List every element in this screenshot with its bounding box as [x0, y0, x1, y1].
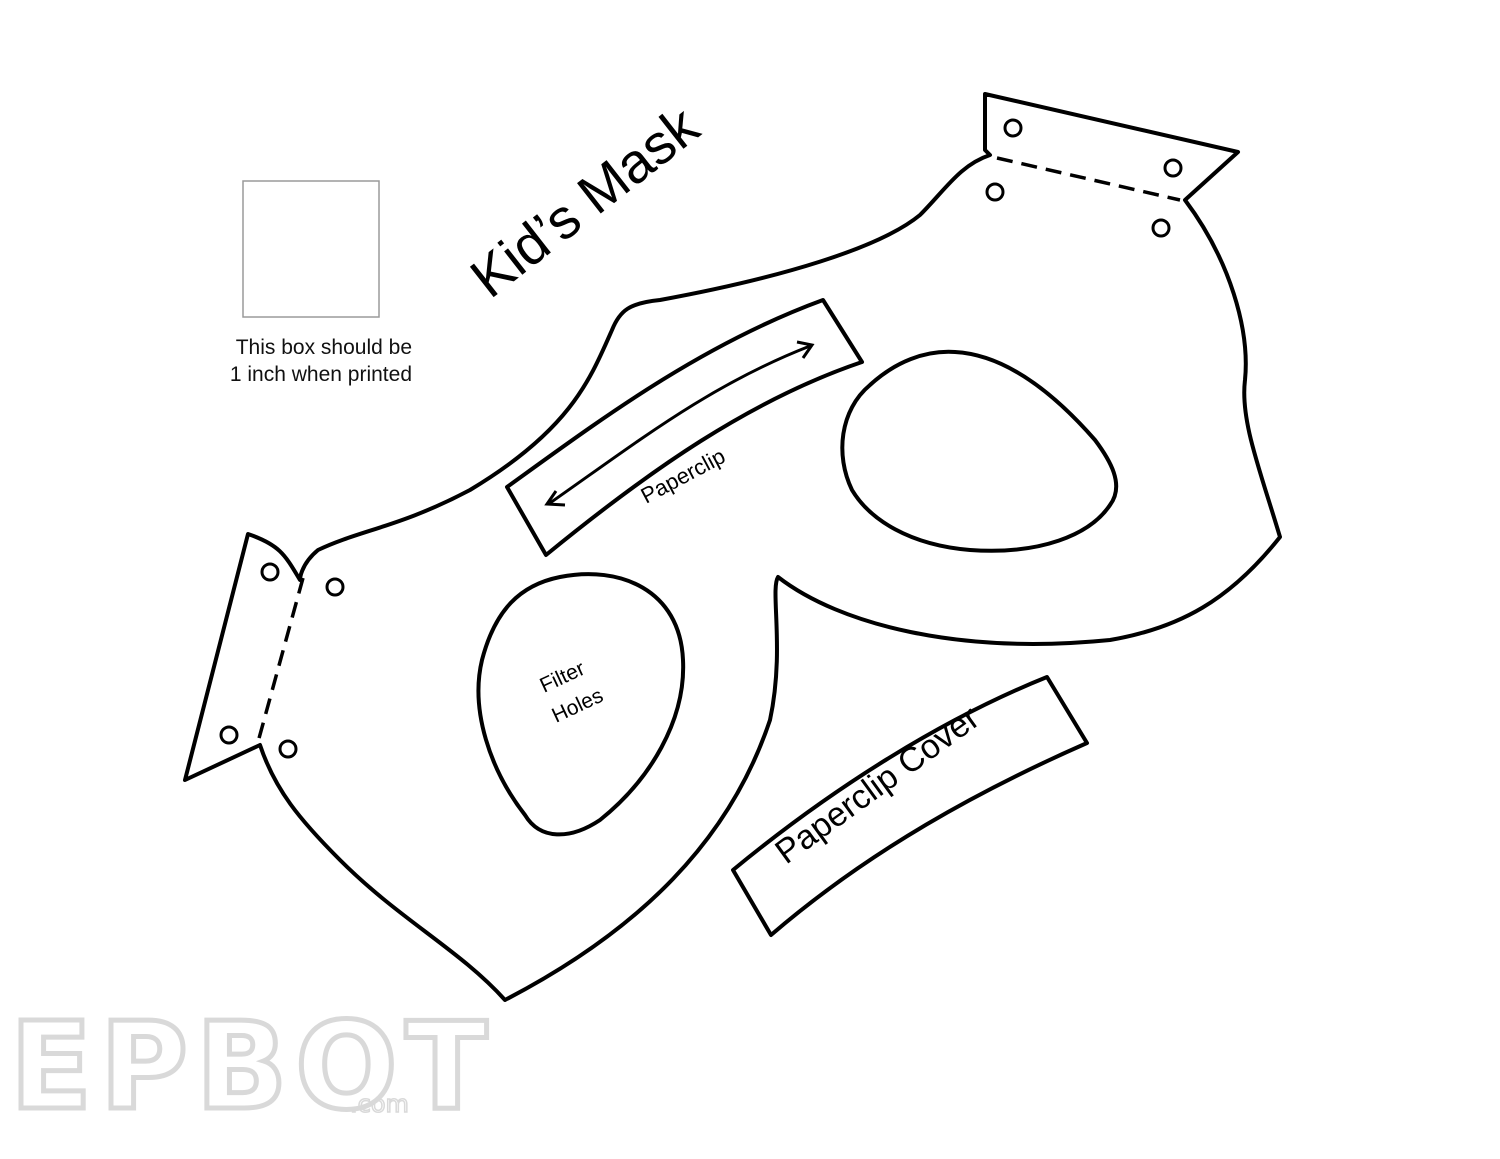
right-tab-hole-right [1163, 158, 1183, 178]
left-mask-hole-top [325, 577, 345, 597]
mask-outline [183, 92, 1282, 1002]
watermark-suffix: .com [350, 1090, 409, 1118]
right-fold-line [996, 156, 1181, 202]
scale-note-line1: This box should be [235, 336, 412, 359]
scale-box [242, 180, 380, 318]
paperclip-strip [505, 298, 864, 557]
watermark-brand: EPBOT [10, 998, 495, 1137]
left-tab-hole-top [260, 562, 280, 582]
left-tab-hole-bottom [219, 725, 239, 745]
scale-note: This box should be 1 inch when printed [190, 334, 412, 388]
paperclip-arrow-head-right [796, 340, 815, 359]
right-tab-hole-left [1003, 118, 1023, 138]
paperclip-cover-strip [731, 675, 1089, 937]
paperclip-arrow-head-left [544, 490, 566, 507]
left-fold-line [256, 577, 305, 743]
left-eye-hole [476, 572, 686, 837]
right-eye-hole [840, 349, 1119, 553]
right-mask-hole-right [1151, 218, 1171, 238]
left-mask-hole-bottom [278, 739, 298, 759]
epbot-watermark-logo: EPBOT .com [8, 996, 495, 1140]
paperclip-arrow-line [549, 344, 811, 505]
right-mask-hole-left [985, 182, 1005, 202]
scale-note-line2: 1 inch when printed [229, 363, 412, 386]
